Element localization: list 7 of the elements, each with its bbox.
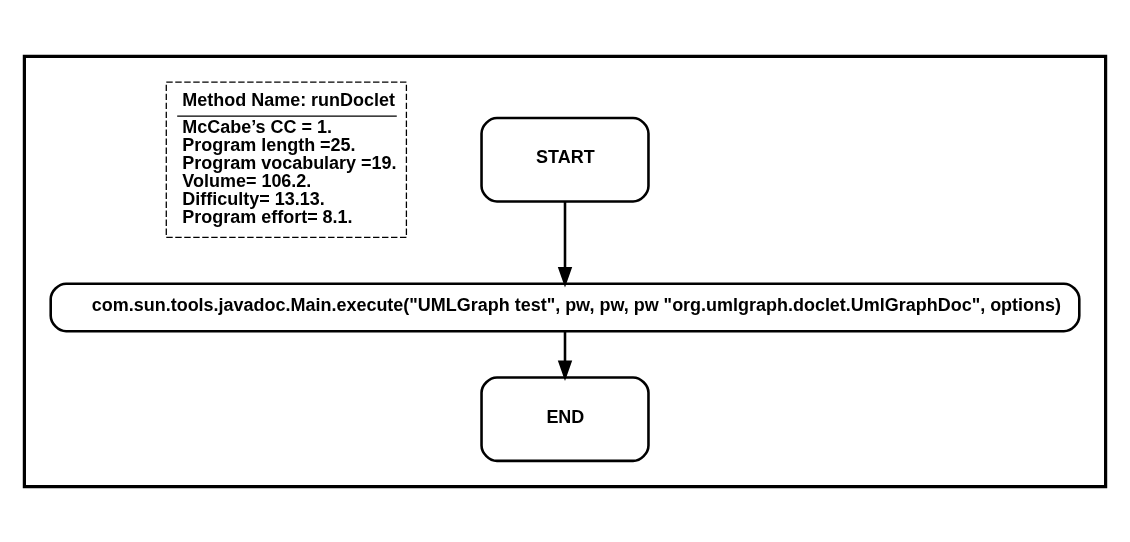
- node-box: START: [480, 116, 650, 203]
- cluster: [22, 54, 1108, 488]
- node-box: END: [480, 375, 650, 462]
- arrow: [557, 330, 573, 381]
- arrow: [557, 201, 573, 288]
- node-box: Method Name: runDoclet McCabe’s CC = 1. Program length =25. Program vocabulary =19. Volume= 106.2. Difficulty= 13.13. Program effort= 8.1.: [165, 80, 408, 238]
- node-box: com.sun.tools.javadoc.Main.execute("UMLGraph test", pw, pw, pw "org.umlgraph.doclet.UmlGraphDoc", options): [49, 281, 1081, 332]
